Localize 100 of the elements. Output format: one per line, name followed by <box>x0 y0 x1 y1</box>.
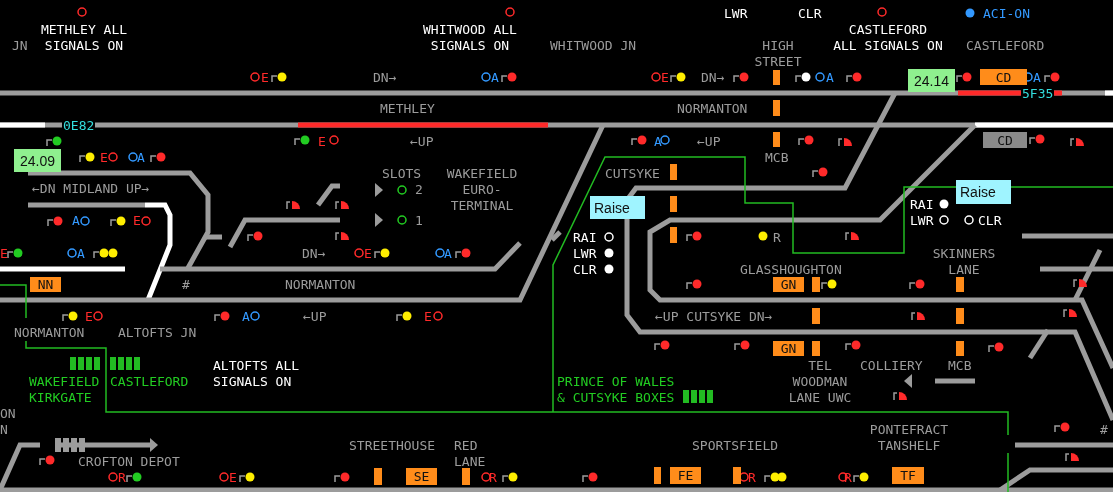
crossing-marker <box>812 341 820 356</box>
location-label: CROFTON DEPOT <box>78 454 180 470</box>
signal-letter: E <box>133 213 141 229</box>
location-label: STREETHOUSE <box>349 438 436 454</box>
direction-label: ←UP <box>697 134 721 150</box>
signal-letter: A <box>77 246 85 262</box>
signal-letter: E <box>424 309 432 325</box>
crossing-marker <box>812 277 820 292</box>
signal-letter: A <box>137 150 145 166</box>
box-name: CASTLEFORD <box>110 374 189 390</box>
location-label: GLASSHOUGHTON <box>740 262 842 278</box>
crossing-marker <box>670 164 677 180</box>
indicator-label: ACI-ON <box>983 6 1030 22</box>
signal-letter: A <box>242 309 250 325</box>
status-note: ALL SIGNALS ON <box>832 38 944 54</box>
track-mark: # <box>1100 422 1108 438</box>
crossing-marker <box>374 468 382 485</box>
slot-number: 1 <box>415 213 423 229</box>
line-name: NORMANTON <box>677 101 748 117</box>
raise-button: Raise <box>590 196 645 219</box>
status-note: METHLEY ALL SIGNALS ON <box>39 22 129 54</box>
crossing-box: NN <box>30 277 61 292</box>
line-name: METHLEY <box>380 101 435 117</box>
location-label: ON <box>0 406 16 422</box>
location-label: SKINNERS LANE <box>931 246 997 278</box>
indicator-label: CLR <box>573 262 597 278</box>
crossing-marker <box>956 277 964 292</box>
line-name: NORMANTON <box>285 277 356 293</box>
crossing-marker <box>670 196 677 212</box>
indicator-label: CLR <box>978 213 1002 229</box>
direction-label: DN→ <box>373 70 397 86</box>
berth-box: 24.09 <box>14 149 61 172</box>
track-mark: # <box>182 277 190 293</box>
panel-label: SLOTS <box>382 166 422 182</box>
direction-label: DN→ <box>302 246 326 262</box>
location-label: CASTLEFORD <box>966 38 1045 54</box>
crossing-marker <box>670 227 677 243</box>
crossing-box: TF <box>892 467 924 484</box>
signal-letter: A <box>654 134 662 150</box>
crossing-box: GN <box>773 341 804 356</box>
signal-letter: E <box>85 309 93 325</box>
box-name: WAKEFIELD KIRKGATE <box>29 374 101 406</box>
crossing-marker <box>773 100 780 116</box>
signal-letter: E <box>661 70 669 86</box>
direction-label: DN→ <box>701 70 725 86</box>
signal-letter: R <box>118 470 126 486</box>
location-label: WHITWOOD JN <box>550 38 637 54</box>
direction-label: ←DN MIDLAND UP→ <box>32 181 150 197</box>
signal-letter: A <box>72 213 80 229</box>
signal-letter: E <box>364 246 372 262</box>
raise-button: Raise <box>956 180 1011 204</box>
crossing-marker <box>956 341 964 356</box>
signal-letter: R <box>773 230 781 246</box>
indicator-label: CLR <box>798 6 822 22</box>
crossing-marker <box>733 467 741 484</box>
box-name: PRINCE OF WALES & CUTSYKE BOXES <box>557 374 676 406</box>
signal-letter: A <box>444 246 452 262</box>
location-label: RED LANE <box>454 438 487 470</box>
crossing-box: CD <box>980 69 1027 85</box>
berth-box: 24.14 <box>908 69 955 92</box>
location-label: MCB <box>765 150 789 166</box>
location-label: JN <box>12 38 28 54</box>
crossing-box: SE <box>406 468 437 485</box>
signal-letter: A <box>1033 70 1041 86</box>
location-label: WAKEFIELD EURO- TERMINAL <box>445 166 519 214</box>
location-label: PONTEFRACT TANSHELF <box>868 422 950 454</box>
slot-number: 2 <box>415 182 423 198</box>
direction-label: ←UP CUTSYKE DN→ <box>655 309 773 325</box>
location-label: HIGH STREET <box>753 38 803 70</box>
location-label: COLLIERY <box>860 358 923 374</box>
crossing-marker <box>462 468 470 485</box>
location-label: NORMANTON <box>14 325 85 341</box>
location-label: TEL WOODMAN LANE UWC <box>787 358 853 406</box>
signal-letter: E <box>0 246 8 262</box>
direction-label: ←UP <box>303 309 327 325</box>
signal-letter: E <box>318 134 326 150</box>
indicator-label: RAI <box>573 230 597 246</box>
indicator-label: LWR <box>910 213 934 229</box>
crossing-box: GN <box>773 277 804 292</box>
crossing-box: CD <box>983 132 1027 148</box>
status-note: ALTOFTS ALL SIGNALS ON <box>213 358 301 390</box>
direction-label: ←UP <box>410 134 434 150</box>
location-label: CUTSYKE <box>605 166 660 182</box>
signal-letter: R <box>748 470 756 486</box>
signal-letter: E <box>100 150 108 166</box>
signal-letter: A <box>826 70 834 86</box>
signal-letter: E <box>261 70 269 86</box>
crossing-marker <box>956 308 964 324</box>
signal-letter: R <box>844 470 852 486</box>
crossing-marker <box>773 132 780 147</box>
signal-letter: R <box>489 470 497 486</box>
crossing-marker <box>812 308 820 324</box>
indicator-label: LWR <box>724 6 748 22</box>
location-label: N <box>0 422 8 438</box>
indicator-label: RAI <box>910 197 934 213</box>
crossing-marker <box>654 467 661 484</box>
signal-letter: A <box>491 70 499 86</box>
location-label: ALTOFTS JN <box>118 325 197 341</box>
signal-letter: E <box>229 470 237 486</box>
indicator-label: LWR <box>573 246 597 262</box>
